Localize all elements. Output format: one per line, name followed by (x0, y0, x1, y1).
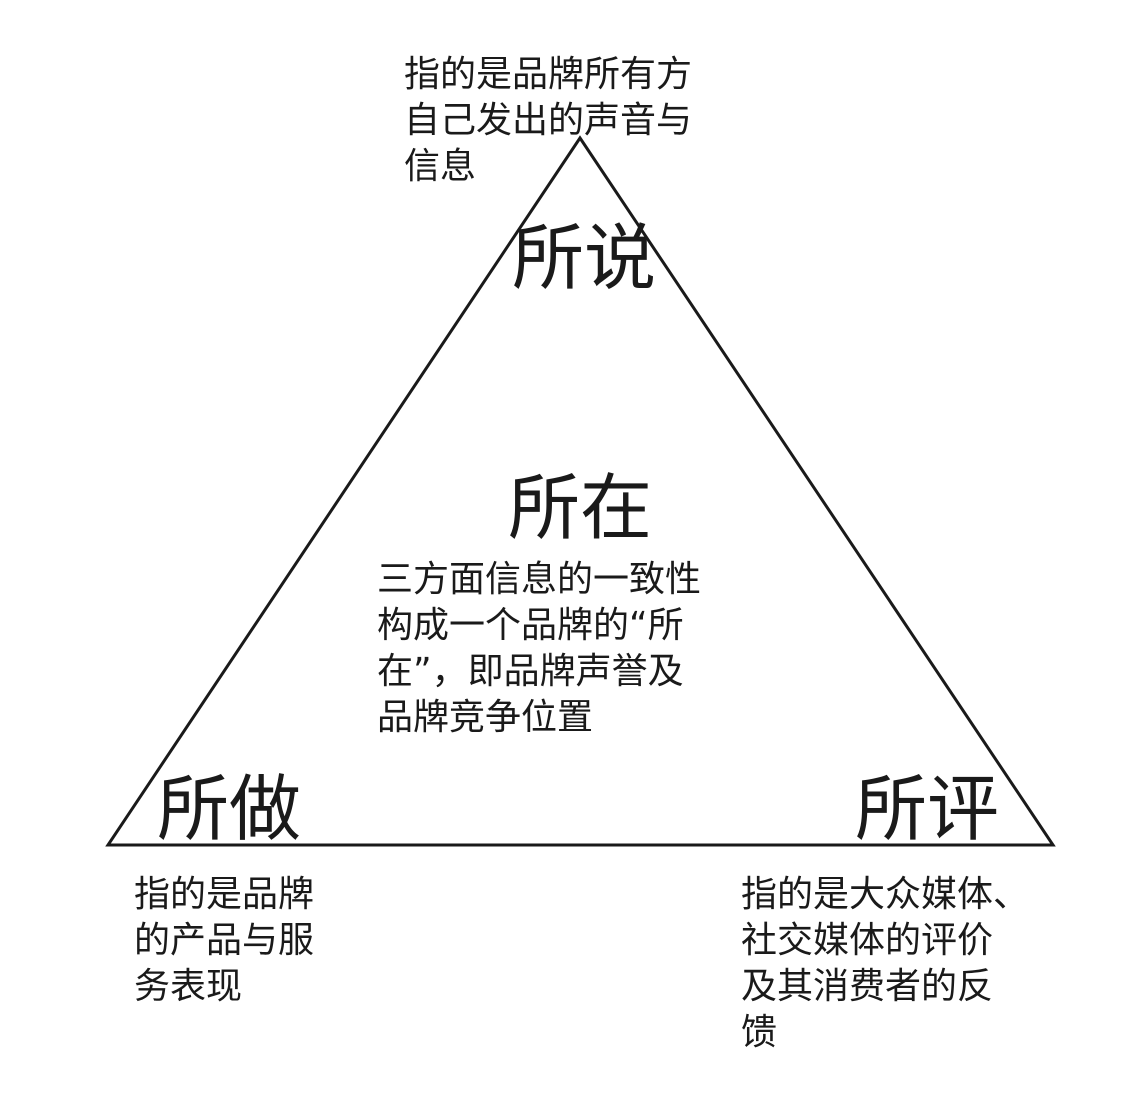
bottom-right-description-line: 馈 (741, 1012, 778, 1053)
bottom-right-label: 所评 (855, 767, 1000, 851)
center-description-line: 品牌竞争位置 (377, 697, 594, 738)
bottom-right-description-line: 及其消费者的反 (741, 966, 994, 1007)
center-description-line: 构成一个品牌的“所 (377, 605, 684, 646)
bottom-left-description-line: 务表现 (134, 966, 243, 1007)
center-label: 所在 (508, 466, 653, 550)
top-description-line: 自己发出的声音与 (404, 100, 693, 141)
triangle-outline (105, 135, 1056, 847)
top-description: 指的是品牌所有方 自己发出的声音与 信息 (404, 52, 692, 190)
bottom-right-description: 指的是大众媒体、 社交媒体的评价 及其消费者的反 馈 (741, 872, 1029, 1056)
bottom-left-description: 指的是品牌 的产品与服 务表现 (134, 872, 314, 1010)
top-label: 所说 (512, 216, 657, 300)
center-description-line: 在”，即品牌声誉及 (377, 651, 684, 692)
center-description-line: 三方面信息的一致性 (377, 559, 702, 600)
center-description: 三方面信息的一致性 构成一个品牌的“所 在”，即品牌声誉及 品牌竞争位置 (377, 557, 701, 741)
bottom-right-description-line: 指的是大众媒体、 (741, 874, 1030, 915)
bottom-left-description-line: 的产品与服 (134, 920, 315, 961)
bottom-left-label: 所做 (157, 767, 302, 851)
bottom-left-description-line: 指的是品牌 (134, 874, 315, 915)
bottom-right-description-line: 社交媒体的评价 (741, 920, 994, 961)
top-description-line: 指的是品牌所有方 (404, 54, 693, 95)
top-description-line: 信息 (404, 146, 477, 187)
